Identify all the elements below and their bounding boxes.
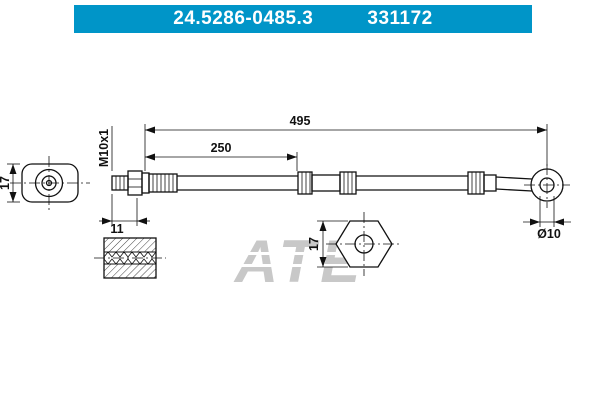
dim-label-495: 495 [290, 114, 311, 128]
dim-label-d10: Ø10 [537, 227, 561, 241]
watermark-stripe [226, 252, 378, 255]
dim-label-11: 11 [110, 222, 123, 236]
header-bar: 24.5286-0485.3 331172 [74, 5, 532, 33]
collar-right [483, 174, 497, 192]
dim-intermediate-length: 250 [145, 141, 298, 171]
threaded-fitting-section [94, 237, 166, 279]
reference-number: 331172 [367, 8, 433, 29]
thread-profile [103, 258, 157, 265]
left-fitting-end-view [10, 156, 90, 212]
dim-left-end-width: 17 [0, 163, 20, 203]
dim-label-hex-17: 17 [307, 237, 321, 251]
dim-overall-length: 495 [144, 114, 548, 171]
watermark-stripe [226, 264, 378, 267]
dim-hex-width: 17 [307, 220, 348, 268]
collar [141, 172, 150, 194]
dim-eye-hole-diameter: Ø10 [523, 196, 571, 241]
crimp-sleeve-left [148, 173, 178, 193]
hex-nut-detail [326, 212, 402, 276]
dim-label-250: 250 [211, 141, 232, 155]
mid-sleeve [311, 174, 341, 192]
hex-fitting [127, 170, 143, 196]
thread-profile [103, 251, 157, 258]
thread-callout: M10x1 [97, 126, 113, 171]
dim-label-left-17: 17 [0, 176, 12, 190]
hose-assembly [111, 164, 570, 208]
dim-thread-length: 11 [99, 194, 150, 236]
dim-label-thread-spec: M10x1 [97, 129, 111, 167]
part-number: 24.5286-0485.3 [173, 8, 314, 29]
